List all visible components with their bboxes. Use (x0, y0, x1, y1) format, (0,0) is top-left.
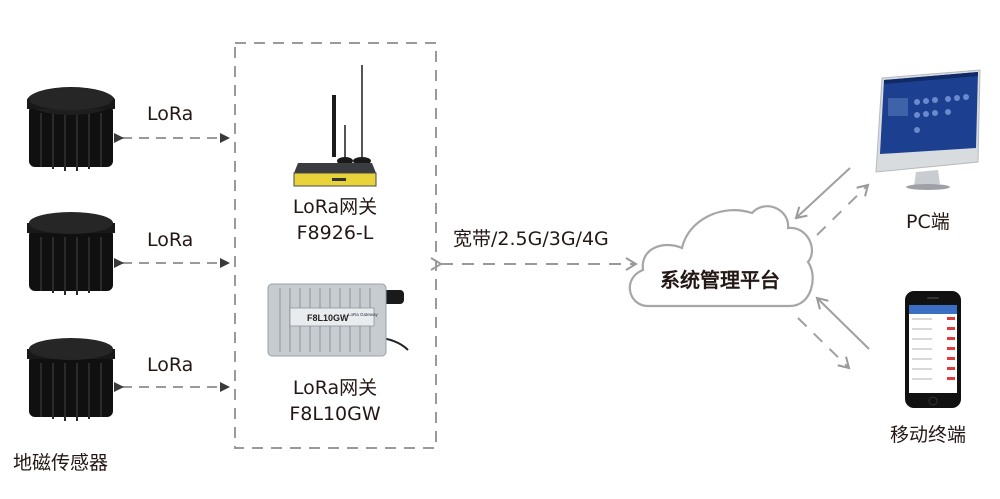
magnetic-sensor-1 (25, 83, 117, 173)
uplink-label: 宽带/2.5G/3G/4G (453, 228, 609, 250)
gateway-f8926l (290, 55, 380, 190)
pc-monitor (872, 68, 984, 192)
gateway-group-frame (234, 42, 437, 449)
gateway-plate-model: F8L10GW (307, 313, 349, 323)
sensor-icon (27, 212, 115, 295)
router-icon (293, 65, 377, 187)
smartphone-icon (905, 291, 961, 408)
mobile-label: 移动终端 (890, 424, 967, 446)
platform-label: 系统管理平台 (660, 268, 780, 292)
lora-label-1: LoRa (147, 103, 194, 125)
pc-downlink-arrow (794, 167, 851, 220)
sensor-icon (27, 338, 115, 421)
pc-uplink-arrow (816, 183, 870, 236)
cloud-shape (628, 205, 814, 308)
lora-label-3: LoRa (147, 354, 194, 376)
gateway-2-model: F8L10GW (289, 403, 381, 425)
lora-label-2: LoRa (147, 229, 194, 251)
gateway-1-model: F8926-L (296, 222, 374, 244)
magnetic-sensor-3 (25, 333, 117, 423)
gateway-2-name: LoRa网关 (292, 377, 378, 399)
mobile-uplink-arrow (815, 296, 870, 350)
sensor-icon (27, 87, 115, 171)
gateway-plate-caption: LoRa Gateway (348, 312, 379, 317)
monitor-icon (875, 69, 981, 190)
pc-label: PC端 (906, 211, 950, 233)
outdoor-gateway-icon: F8L10GW LoRa Gateway (267, 283, 409, 357)
sensor-caption: 地磁传感器 (13, 452, 109, 474)
magnetic-sensor-2 (25, 207, 117, 297)
mobile-downlink-arrow (797, 317, 851, 370)
gateway-1-name: LoRa网关 (292, 196, 378, 218)
mobile-phone (903, 290, 963, 410)
gateway-f8l10gw: F8L10GW LoRa Gateway (262, 278, 412, 363)
